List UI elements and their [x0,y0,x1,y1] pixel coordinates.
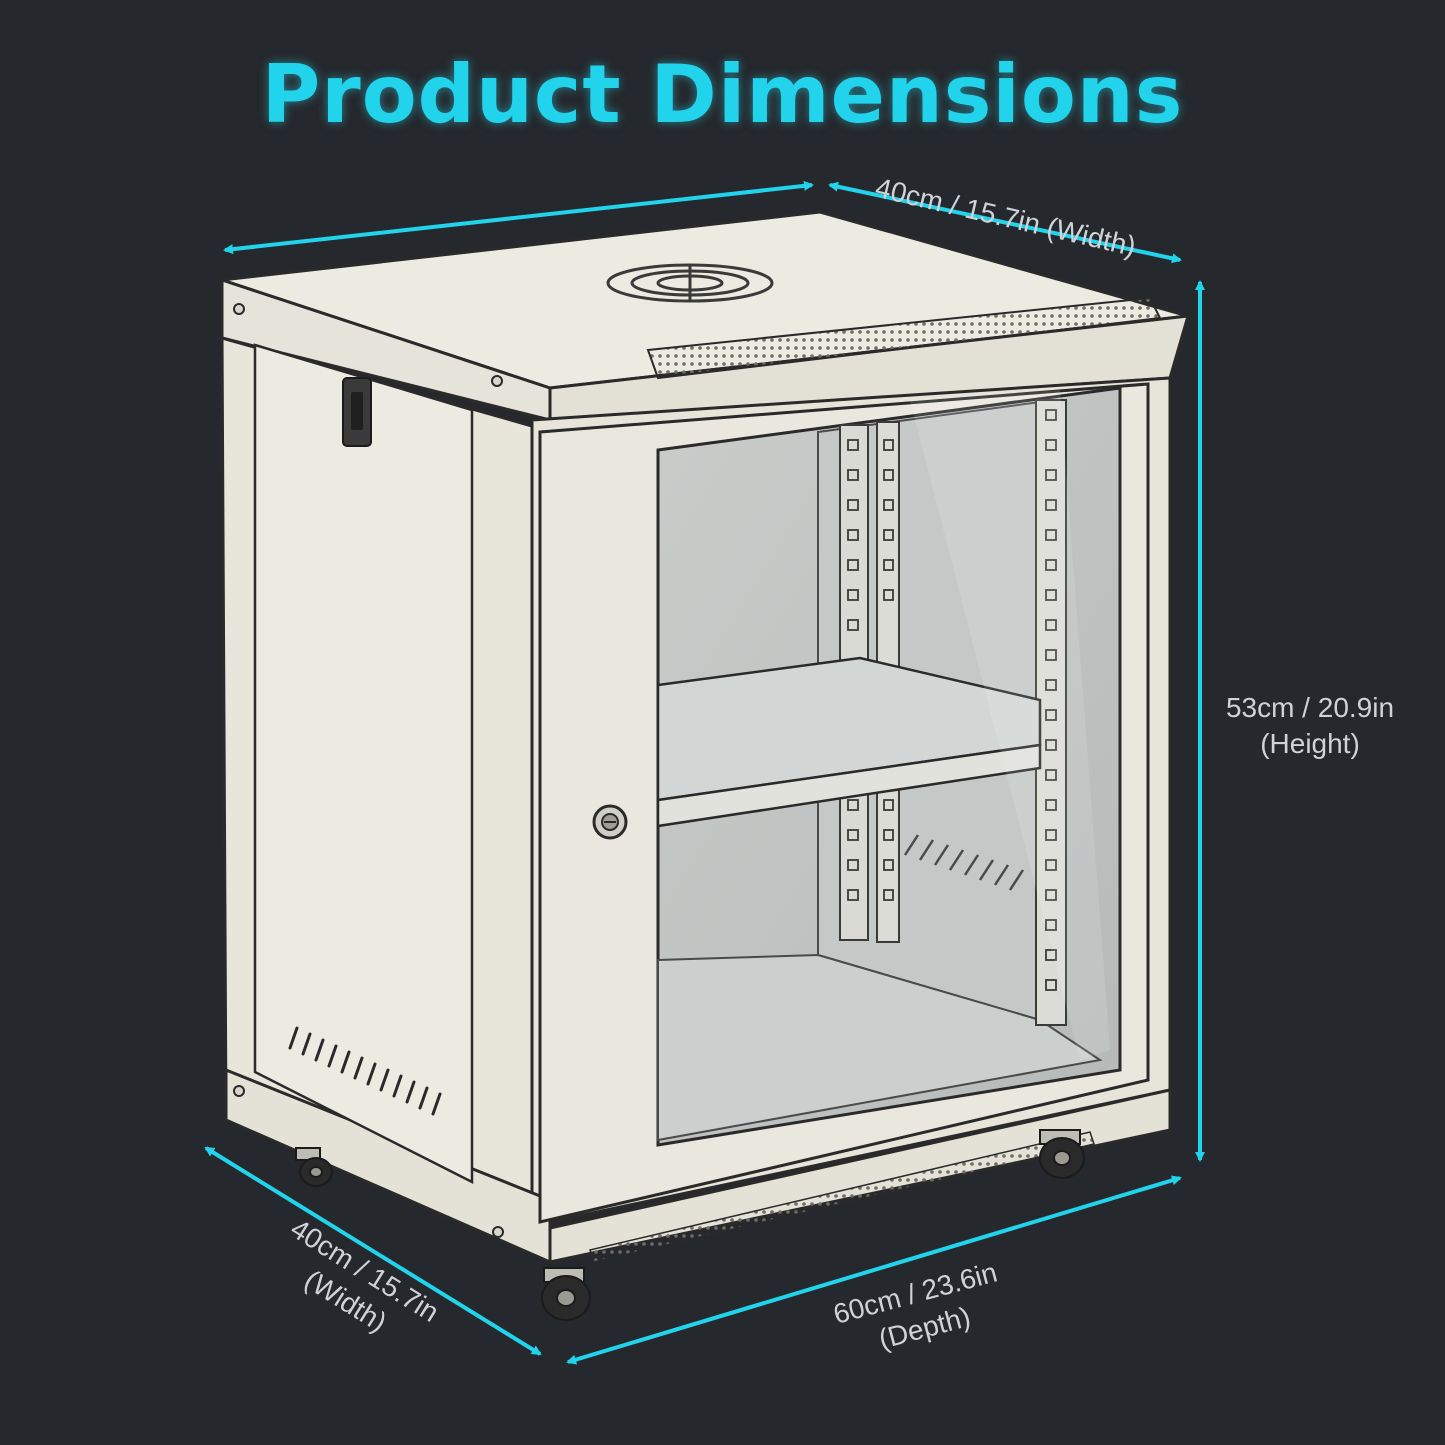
page-title: Product Dimensions [261,48,1184,141]
fan-grille-icon [606,263,774,303]
dimension-arrow-icon [204,180,1205,1365]
height-label: 53cm / 20.9in (Height) [1200,690,1420,762]
height-caption: (Height) [1260,728,1360,759]
caster-wheel-icon [295,1129,1085,1321]
height-value: 53cm / 20.9in [1225,692,1395,723]
lock-icon [592,804,628,840]
handle-icon [342,377,372,447]
